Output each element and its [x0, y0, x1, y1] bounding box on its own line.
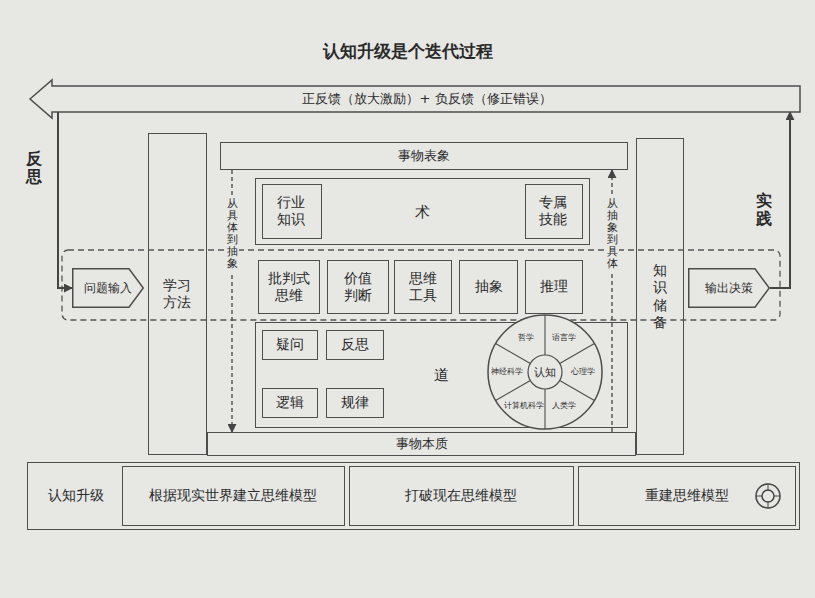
process-box: 逻辑 [262, 388, 318, 418]
node-text: 认知升级 [28, 487, 123, 505]
node-text: 规律 [341, 394, 369, 412]
node-text: 重建思维模型 [645, 487, 729, 505]
edge-label: 从抽象到具体 [606, 196, 619, 273]
node-text: 哲学 [518, 334, 534, 342]
process-box: 疑问 [262, 330, 318, 360]
node-text: 知识储备 [652, 262, 669, 332]
node-text: 人类学 [552, 402, 576, 410]
edge-label: 实践 [756, 192, 772, 227]
process-box: 专属技能 [525, 184, 583, 239]
node-text: 疑问 [276, 336, 304, 354]
process-box: 抽象 [459, 260, 518, 314]
node-text: 认知 [534, 366, 556, 377]
node-text: 心理学 [571, 368, 595, 376]
discipline-wheel: 哲学 语言学心理学人类学计算机科学 神经科学 认知 [487, 314, 603, 430]
connector-arrow [58, 112, 72, 288]
node-text: 语言学 [552, 334, 576, 342]
step-box: 重建思维模型 [578, 466, 796, 526]
step-box: 打破现在思维模型 [349, 466, 574, 526]
output-arrow: 输出决策 [688, 268, 770, 308]
process-box: 价值判断 [327, 260, 389, 314]
node-text: 术 [415, 202, 430, 221]
process-box: 反思 [326, 330, 384, 360]
input-arrow: 问题输入 [72, 268, 144, 308]
node-text: 价值判断 [343, 270, 374, 305]
edge-label: 从具体到抽象 [226, 196, 239, 273]
node-text: 神经科学 [491, 368, 523, 376]
skill-region: 术 行业知识 专属技能 [255, 178, 590, 245]
node-text: 思维工具 [408, 270, 439, 305]
process-box: 行业知识 [262, 184, 322, 239]
node-text: 道 [434, 366, 449, 385]
node-text: 逻辑 [276, 394, 304, 412]
edge-label: 反思 [26, 150, 42, 185]
node-text: 行业知识 [276, 194, 307, 229]
node-text: 推理 [540, 278, 568, 296]
node-text: 专属技能 [538, 194, 569, 229]
node-text: 打破现在思维模型 [405, 487, 517, 505]
node-text: 根据现实世界建立思维模型 [149, 487, 317, 505]
node-text: 事物表象 [398, 148, 450, 164]
step-box: 根据现实世界建立思维模型 [122, 466, 345, 526]
node-text: 事物本质 [396, 436, 448, 452]
surface-band: 事物表象 [220, 142, 628, 170]
connector-arrow [770, 112, 790, 288]
process-box: 思维工具 [394, 260, 452, 314]
node-text: 反思 [341, 336, 369, 354]
node-text: 抽象 [475, 278, 503, 296]
process-box: 推理 [525, 260, 583, 314]
method-column: 学习方法 [148, 133, 207, 455]
essence-band: 事物本质 [207, 432, 636, 456]
node-text: 批判式思维 [267, 270, 312, 305]
process-box: 批判式思维 [258, 260, 320, 314]
diagram-title: 认知升级是个迭代过程 [0, 40, 815, 63]
node-text: 学习方法 [162, 277, 193, 312]
principle-region: 道 疑问 反思逻辑 规律 哲学 语言学心理学人类学计算机科学 神经科学 认知 [255, 322, 628, 428]
node-text: 问题输入 [84, 281, 132, 296]
knowledge-column: 知识储备 [636, 138, 684, 455]
node-text: 计算机科学 [504, 402, 544, 410]
feedback-band: 正反馈（放大激励）+ 负反馈（修正错误） [30, 86, 800, 112]
upgrade-row: 认知升级 根据现实世界建立思维模型 打破现在思维模型 重建思维模型 [27, 462, 800, 530]
model-icon [756, 484, 780, 508]
node-text: 正反馈（放大激励）+ 负反馈（修正错误） [278, 91, 551, 107]
process-box: 规律 [326, 388, 384, 418]
dashed-band [62, 250, 780, 320]
node-text: 输出决策 [705, 281, 753, 296]
